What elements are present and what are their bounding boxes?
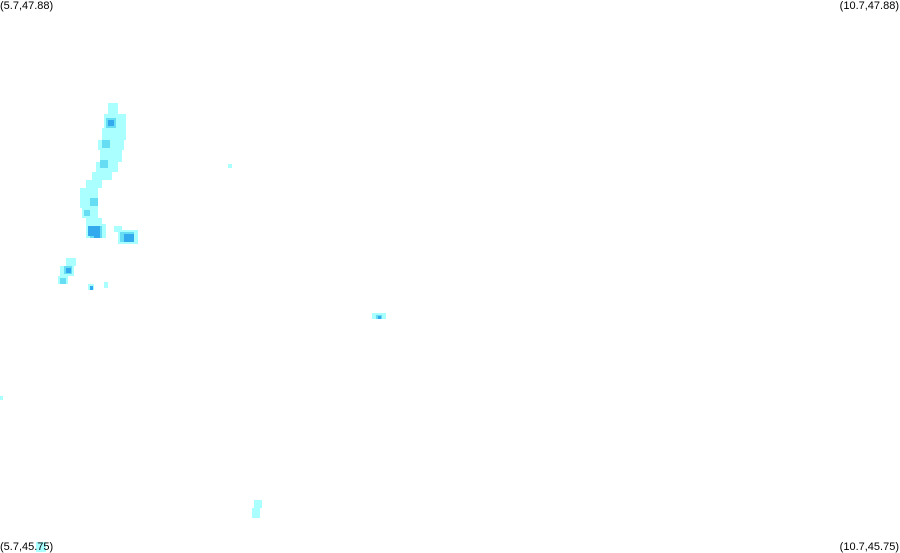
precip-cell-light (108, 103, 118, 115)
precip-cell-light (102, 128, 126, 140)
precip-cell-medium (84, 210, 90, 216)
corner-label-bottom-right: (10.7,45.75) (839, 541, 899, 553)
precip-cell-light (92, 172, 112, 180)
precipitation-dark-layer (66, 120, 381, 319)
corner-label-top-right: (10.7,47.88) (839, 0, 899, 12)
precip-cell-medium (90, 198, 98, 206)
precip-cell-light (86, 180, 102, 188)
precip-cell-light (114, 226, 122, 232)
precip-cell-light (104, 282, 108, 288)
precip-cell-dark (124, 234, 134, 242)
precip-cell-light (98, 140, 124, 150)
precip-cell-light (100, 150, 122, 162)
corner-label-top-left: (5.7,47.88) (0, 0, 54, 12)
precip-cell-light (228, 164, 232, 168)
precip-cell-dark (108, 120, 114, 126)
precip-cell-light (80, 188, 98, 198)
precip-cell-light (86, 218, 102, 226)
precip-cell-light (36, 542, 46, 552)
precip-cell-light (66, 258, 76, 266)
precip-cell-dark (378, 316, 381, 319)
precip-cell-dark (88, 226, 100, 236)
precip-cell-light (0, 396, 3, 400)
precip-cell-light (80, 198, 98, 208)
precip-cell-light (254, 500, 262, 508)
precip-cell-dark (66, 268, 71, 273)
precip-cell-light (252, 508, 260, 518)
precip-cell-dark (94, 232, 100, 238)
precip-cell-medium (102, 140, 110, 148)
precip-cell-medium (60, 278, 66, 284)
corner-label-bottom-left: (5.7,45.75) (0, 541, 54, 553)
precip-cell-medium (100, 160, 108, 168)
precip-cell-dark (90, 286, 93, 290)
